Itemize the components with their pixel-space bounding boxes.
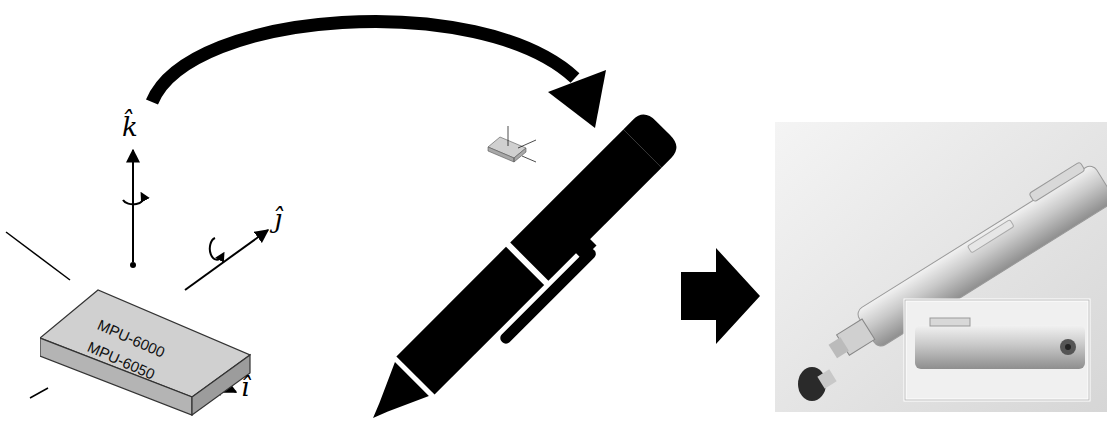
axis-label: k̂ [122,112,138,142]
axis-label: î [241,372,249,402]
axis-label: ĵ [274,204,282,234]
transfer-arrow [152,21,606,128]
product-photo [775,122,1107,412]
reference-lines [6,232,70,398]
axis-origin [130,262,136,268]
block-arrow [681,248,760,344]
sensor-chip: MPU-6000MPU-6050 [40,288,252,416]
small-chip [488,126,536,162]
pen [354,109,693,421]
